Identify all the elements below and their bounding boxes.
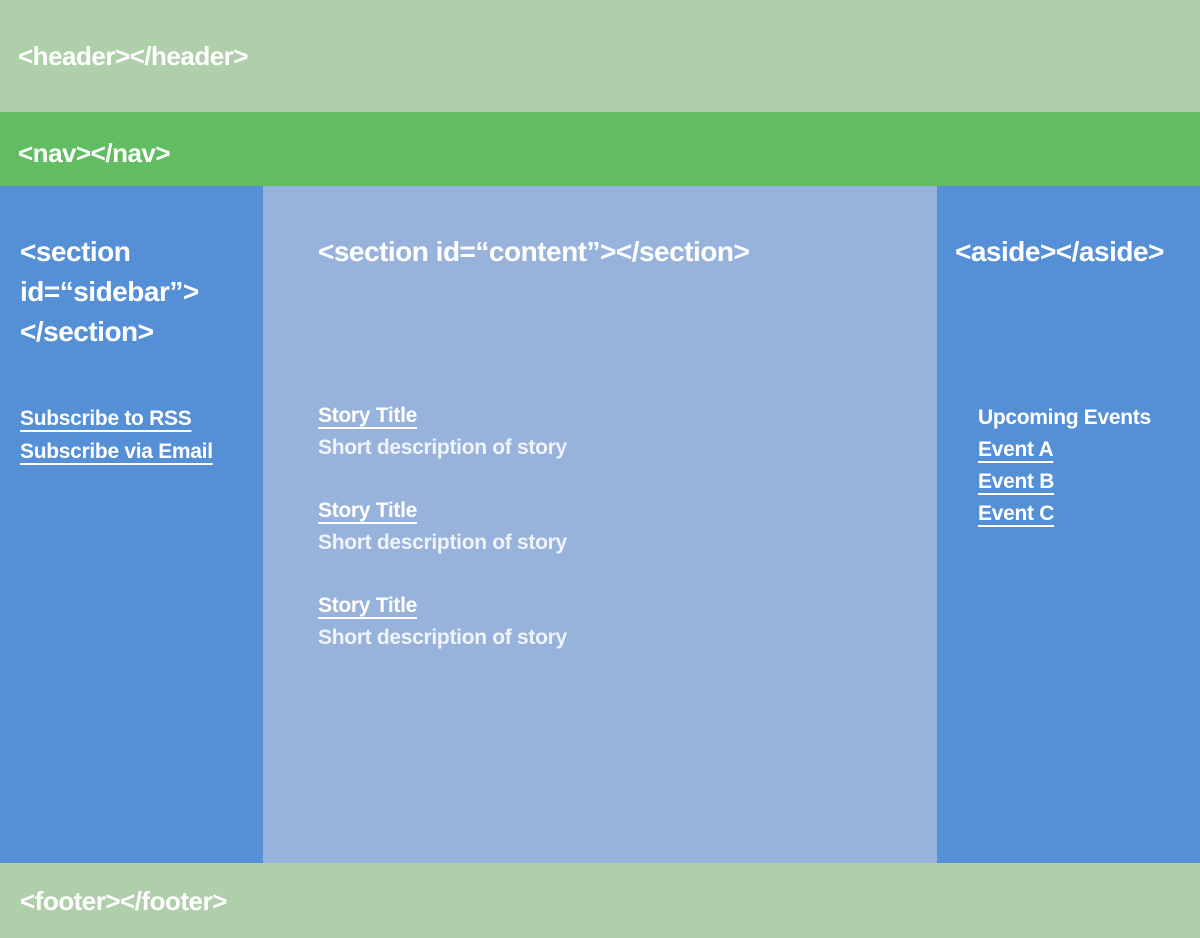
footer-band: <footer></footer>: [0, 863, 1200, 938]
events-heading: Upcoming Events: [978, 406, 1151, 429]
sidebar-links: Subscribe to RSS Subscribe via Email: [20, 402, 249, 468]
event-b-link[interactable]: Event B: [978, 470, 1055, 493]
events-list: Upcoming Events Event A Event B Event C: [978, 402, 1200, 530]
footer-tag-label: <footer></footer>: [20, 886, 227, 916]
aside-region: <aside></aside> Upcoming Events Event A …: [937, 186, 1200, 863]
story-item: Story Title Short description of story: [318, 400, 937, 464]
story-description: Short description of story: [318, 626, 567, 649]
header-band: <header></header>: [0, 0, 1200, 112]
story-item: Story Title Short description of story: [318, 590, 937, 654]
story-list: Story Title Short description of story S…: [318, 400, 937, 654]
content-region: <section id=“content”></section> Story T…: [263, 186, 937, 863]
sidebar-tag-line-3: </section>: [20, 316, 154, 347]
story-title-link[interactable]: Story Title: [318, 499, 418, 522]
subscribe-email-link[interactable]: Subscribe via Email: [20, 440, 213, 463]
story-title-link[interactable]: Story Title: [318, 404, 418, 427]
nav-tag-label: <nav></nav>: [18, 138, 171, 168]
content-tag-label: <section id=“content”></section>: [318, 236, 750, 267]
story-item: Story Title Short description of story: [318, 495, 937, 559]
event-a-link[interactable]: Event A: [978, 438, 1054, 461]
subscribe-rss-link[interactable]: Subscribe to RSS: [20, 407, 192, 430]
main-columns: <section id=“sidebar”> </section> Subscr…: [0, 186, 1200, 863]
sidebar-tag-line-1: <section: [20, 236, 131, 267]
sidebar-tag-label: <section id=“sidebar”> </section>: [20, 232, 249, 352]
sidebar-region: <section id=“sidebar”> </section> Subscr…: [0, 186, 263, 863]
sidebar-tag-line-2: id=“sidebar”>: [20, 276, 199, 307]
story-description: Short description of story: [318, 436, 567, 459]
story-description: Short description of story: [318, 531, 567, 554]
header-tag-label: <header></header>: [18, 41, 248, 71]
nav-band: <nav></nav>: [0, 112, 1200, 186]
aside-tag-label: <aside></aside>: [955, 236, 1164, 267]
event-c-link[interactable]: Event C: [978, 502, 1055, 525]
story-title-link[interactable]: Story Title: [318, 594, 418, 617]
